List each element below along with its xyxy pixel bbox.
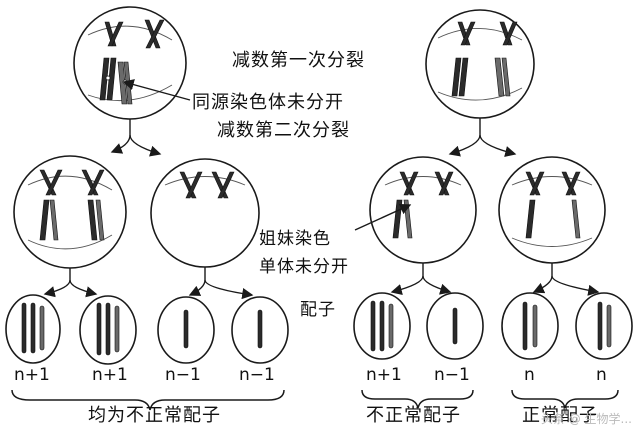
gamete-cell-7 bbox=[501, 292, 559, 360]
chromosomes-right-b bbox=[511, 171, 593, 247]
gamete-label-2: n+1 bbox=[92, 365, 128, 385]
cell-left-b-meiosis-2 bbox=[150, 158, 260, 268]
label-meiosis-1: 减数第一次分裂 bbox=[232, 50, 365, 71]
gamete-cell-8 bbox=[575, 292, 633, 360]
pointer-homolog bbox=[122, 79, 191, 101]
gamete-label-5: n+1 bbox=[366, 365, 402, 385]
gamete-label-8: n bbox=[596, 365, 607, 385]
gamete-label-3: n−1 bbox=[165, 365, 201, 385]
gamete-label-4: n−1 bbox=[239, 365, 275, 385]
chromosomes-left-a bbox=[27, 169, 113, 250]
label-mid-group: 不正常配子 bbox=[366, 405, 461, 426]
brace-right-group bbox=[511, 389, 619, 409]
pointer-sister bbox=[354, 203, 412, 231]
chromosomes-top-right bbox=[437, 21, 523, 101]
watermark: 头条 @ 生物学... bbox=[540, 412, 632, 426]
cell-right-b-meiosis-2 bbox=[498, 156, 606, 264]
gamete-label-1: n+1 bbox=[14, 365, 50, 385]
label-sister-line2: 单体未分开 bbox=[259, 257, 349, 277]
gamete-chromosomes bbox=[21, 300, 612, 356]
brace-mid-group bbox=[361, 389, 474, 409]
branch-arrows bbox=[43, 118, 600, 300]
cell-right-a-meiosis-2 bbox=[369, 156, 477, 264]
label-right-group: 正常配子 bbox=[522, 405, 598, 426]
label-left-group: 均为不正常配子 bbox=[88, 405, 221, 426]
label-gamete: 配子 bbox=[300, 300, 336, 320]
cell-right-meiosis-1 bbox=[425, 9, 535, 119]
brace-left-group bbox=[11, 389, 285, 411]
gamete-label-6: n−1 bbox=[434, 365, 470, 385]
cell-left-a-meiosis-2 bbox=[13, 155, 127, 269]
gamete-label-7: n bbox=[524, 365, 535, 385]
label-sister-line1: 姐妹染色 bbox=[259, 229, 331, 249]
label-meiosis-2: 减数第二次分裂 bbox=[217, 120, 350, 141]
label-homolog-nondisjunction: 同源染色体未分开 bbox=[192, 92, 344, 113]
chromosomes-left-b bbox=[164, 171, 246, 199]
